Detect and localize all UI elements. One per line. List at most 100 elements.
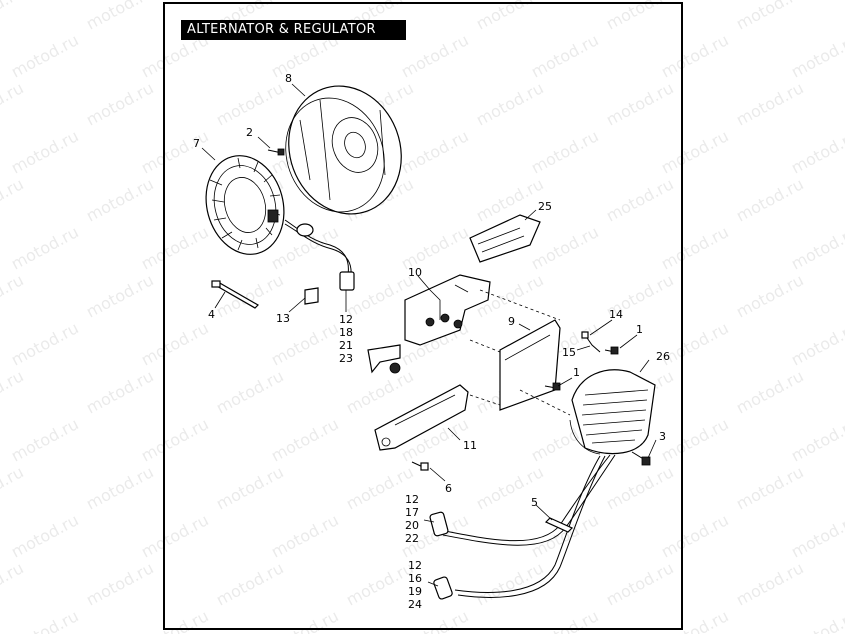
- cover-part-25: [469, 214, 541, 263]
- watermark-text: motod.ru: [788, 30, 845, 81]
- watermark-text: motod.ru: [268, 606, 342, 634]
- watermark-text: motod.ru: [83, 270, 157, 321]
- watermark-text: motod.ru: [0, 0, 27, 34]
- watermark-text: motod.ru: [8, 414, 82, 465]
- watermark-text: motod.ru: [0, 462, 27, 513]
- stator-connector: [339, 271, 355, 291]
- bracket-part-10: [367, 274, 491, 374]
- watermark-text: motod.ru: [138, 606, 212, 634]
- connector-upper: [429, 511, 449, 537]
- screw-part-1-lower: [544, 382, 561, 391]
- watermark-text: motod.ru: [528, 606, 602, 634]
- watermark-text: motod.ru: [0, 174, 27, 225]
- watermark-text: motod.ru: [138, 30, 212, 81]
- watermark-text: motod.ru: [268, 30, 342, 81]
- watermark-text: motod.ru: [83, 366, 157, 417]
- watermark-text: motod.ru: [528, 30, 602, 81]
- watermark-text: motod.ru: [83, 558, 157, 609]
- callout-24: 24: [408, 598, 422, 611]
- cable-strap-part-4: [211, 280, 259, 309]
- clip-part-14: [581, 331, 601, 353]
- watermark-text: motod.ru: [213, 462, 287, 513]
- callout-22: 22: [405, 532, 419, 545]
- watermark-text: motod.ru: [213, 366, 287, 417]
- callout-3: 3: [659, 430, 666, 443]
- diagram-title: ALTERNATOR & REGULATOR: [181, 20, 406, 40]
- callout-1-upper: 1: [636, 323, 643, 336]
- watermark-text: motod.ru: [398, 30, 472, 81]
- watermark-text: motod.ru: [0, 270, 27, 321]
- watermark-text: motod.ru: [733, 78, 807, 129]
- callout-8: 8: [285, 72, 292, 85]
- callout-6: 6: [445, 482, 452, 495]
- watermark-text: motod.ru: [0, 366, 27, 417]
- watermark-text: motod.ru: [788, 510, 845, 561]
- watermark-text: motod.ru: [83, 462, 157, 513]
- callout-16: 16: [408, 572, 422, 585]
- watermark-text: motod.ru: [138, 126, 212, 177]
- callout-21: 21: [339, 339, 353, 352]
- clip-part-13: [304, 287, 319, 305]
- watermark-text: motod.ru: [788, 126, 845, 177]
- wire-grommet: [296, 223, 314, 237]
- callout-17: 17: [405, 506, 419, 519]
- watermark-text: motod.ru: [473, 0, 547, 34]
- watermark-text: motod.ru: [603, 0, 677, 34]
- watermark-text: motod.ru: [8, 30, 82, 81]
- watermark-text: motod.ru: [658, 510, 732, 561]
- screw-part-3: [631, 451, 651, 466]
- callout-11: 11: [463, 439, 477, 452]
- rotor-part-8: [285, 85, 402, 215]
- watermark-text: motod.ru: [138, 318, 212, 369]
- watermark-text: motod.ru: [528, 222, 602, 273]
- watermark-text: motod.ru: [343, 366, 417, 417]
- connector-lower: [433, 576, 453, 600]
- watermark-text: motod.ru: [213, 78, 287, 129]
- callout-15: 15: [562, 346, 576, 359]
- watermark-text: motod.ru: [733, 0, 807, 34]
- callout-5: 5: [531, 496, 538, 509]
- callout-18: 18: [339, 326, 353, 339]
- watermark-text: motod.ru: [0, 78, 27, 129]
- watermark-text: motod.ru: [788, 222, 845, 273]
- callout-7: 7: [193, 137, 200, 150]
- watermark-text: motod.ru: [268, 510, 342, 561]
- watermark-text: motod.ru: [268, 318, 342, 369]
- watermark-text: motod.ru: [8, 222, 82, 273]
- watermark-text: motod.ru: [83, 0, 157, 34]
- watermark-text: motod.ru: [733, 366, 807, 417]
- callout-20: 20: [405, 519, 419, 532]
- watermark-text: motod.ru: [788, 606, 845, 634]
- watermark-text: motod.ru: [788, 414, 845, 465]
- watermark-text: motod.ru: [658, 126, 732, 177]
- watermark-text: motod.ru: [603, 558, 677, 609]
- screw-part-6: [411, 461, 429, 471]
- bracket-plate-part-9: [499, 319, 561, 411]
- watermark-text: motod.ru: [733, 462, 807, 513]
- watermark-text: motod.ru: [343, 0, 417, 34]
- watermark-text: motod.ru: [658, 30, 732, 81]
- watermark-text: motod.ru: [83, 78, 157, 129]
- callout-12-b: 12: [405, 493, 419, 506]
- regulator-part-26: [569, 369, 656, 455]
- watermark-text: motod.ru: [603, 462, 677, 513]
- callout-26: 26: [656, 350, 670, 363]
- watermark-text: motod.ru: [268, 414, 342, 465]
- watermark-text: motod.ru: [658, 414, 732, 465]
- watermark-text: motod.ru: [83, 174, 157, 225]
- callout-19: 19: [408, 585, 422, 598]
- watermark-text: motod.ru: [603, 174, 677, 225]
- leader-lines: [201, 83, 657, 587]
- watermark-text: motod.ru: [473, 174, 547, 225]
- watermark-text: motod.ru: [213, 558, 287, 609]
- watermark-text: motod.ru: [528, 126, 602, 177]
- watermark-text: motod.ru: [658, 606, 732, 634]
- watermark-text: motod.ru: [138, 414, 212, 465]
- watermark-text: motod.ru: [8, 318, 82, 369]
- watermark-text: motod.ru: [213, 0, 287, 34]
- watermark-text: motod.ru: [788, 318, 845, 369]
- watermark-text: motod.ru: [138, 510, 212, 561]
- watermark-text: motod.ru: [8, 606, 82, 634]
- callout-10: 10: [408, 266, 422, 279]
